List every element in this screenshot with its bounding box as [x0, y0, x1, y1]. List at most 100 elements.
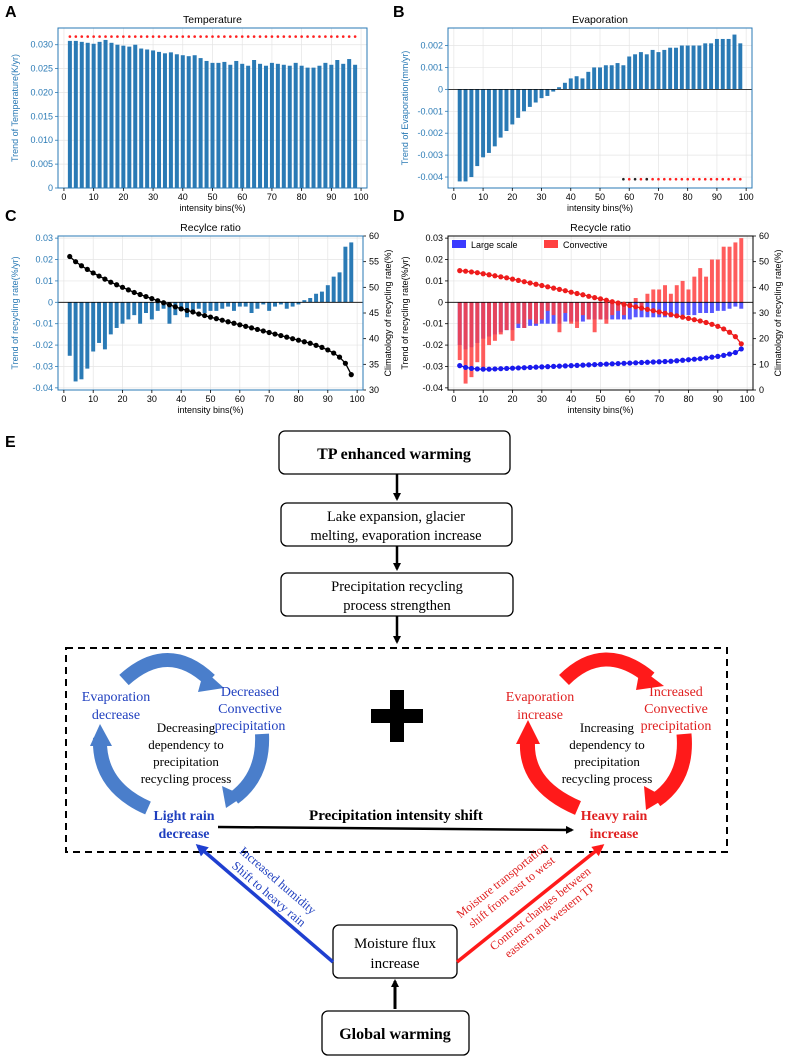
y-axis-label: Trend of Temperature(K/yr) — [10, 54, 20, 162]
climatology-blue-point-21 — [580, 362, 586, 368]
bar-large-scale-46 — [727, 302, 732, 309]
y-tick-label-0: -0.04 — [32, 383, 53, 393]
climatology-blue-point-29 — [627, 360, 633, 366]
climatology-point-34 — [266, 329, 272, 336]
bar-21 — [192, 55, 197, 189]
bar-43 — [709, 43, 714, 90]
text-left-evap-line1: Evaporation — [82, 690, 150, 705]
y-tick-label-5: 0.025 — [30, 64, 53, 74]
climatology-point-37 — [284, 334, 290, 340]
bar-1 — [73, 40, 78, 188]
sig-red-marker-30 — [246, 35, 250, 38]
bar-large-scale-29 — [627, 302, 632, 320]
sig-red-marker-1 — [74, 35, 78, 38]
y-tick-label-2: -0.02 — [422, 340, 443, 350]
bar-convective-24 — [598, 302, 603, 320]
y2-axis-label: Climatology of recycling rate(%) — [773, 249, 783, 376]
left-cycle-arrows — [90, 653, 270, 815]
x-tick-label-4: 40 — [178, 192, 188, 202]
y-tick-label-4: 0 — [48, 297, 53, 307]
arrow-moisture-to-heavy-rain — [455, 844, 605, 964]
text-right-conv-line2: Convective — [644, 702, 708, 717]
bar-33 — [261, 302, 266, 305]
bar-convective-46 — [727, 246, 732, 303]
bar-5 — [97, 302, 102, 343]
bar-6 — [102, 302, 107, 350]
x-tick-label-10: 100 — [354, 192, 369, 202]
climatology-point-18 — [172, 304, 178, 310]
climatology-blue-point-45 — [721, 352, 727, 358]
climatology-red-point-23 — [592, 295, 598, 301]
sig-red-marker-16 — [727, 177, 730, 181]
sig-red-marker-24 — [211, 35, 214, 38]
sig-red-marker-31 — [252, 35, 256, 38]
bar-45 — [331, 276, 336, 303]
bar-42 — [317, 65, 322, 188]
sig-red-marker-0 — [68, 35, 72, 38]
bar-34 — [267, 302, 272, 311]
bar-convective-16 — [551, 302, 556, 316]
y-tick-label-3: -0.001 — [417, 106, 443, 116]
climatology-blue-point-18 — [562, 363, 568, 369]
right-cycle-arrows — [516, 652, 692, 815]
sig-red-marker-22 — [199, 35, 202, 38]
climatology-blue-point-43 — [709, 354, 715, 360]
climatology-red-point-28 — [621, 301, 627, 307]
bar-5 — [486, 89, 491, 153]
bar-17 — [168, 52, 173, 188]
climatology-blue-point-27 — [615, 360, 621, 367]
bar-11 — [522, 89, 526, 112]
climatology-point-32 — [254, 326, 261, 333]
bar-29 — [240, 63, 245, 189]
climatology-blue-point-19 — [568, 363, 574, 369]
y-tick-label-0: -0.04 — [422, 383, 443, 393]
bar-26 — [222, 61, 227, 188]
bar-17 — [557, 87, 562, 90]
climatology-red-point-12 — [527, 280, 533, 286]
bar-convective-15 — [545, 302, 550, 311]
bar-convective-13 — [534, 302, 538, 324]
bar-20 — [186, 56, 191, 188]
bar-large-scale-38 — [680, 302, 685, 316]
climatology-blue-point-9 — [509, 365, 516, 371]
climatology-red-point-47 — [732, 334, 739, 340]
bar-23 — [202, 302, 207, 313]
bar-39 — [685, 45, 690, 90]
bar-convective-40 — [692, 276, 697, 303]
climatology-red-point-20 — [574, 290, 580, 297]
text-right-conv-line1: Increased — [649, 685, 703, 700]
bar-35 — [662, 49, 667, 90]
bar-convective-12 — [528, 302, 533, 320]
climatology-red-point-3 — [474, 270, 480, 276]
climatology-blue-point-5 — [486, 366, 492, 372]
sig-black-marker-0 — [622, 177, 625, 181]
sig-red-marker-17 — [733, 177, 736, 181]
bar-29 — [237, 302, 242, 307]
sig-red-marker-17 — [169, 35, 173, 38]
bar-convective-42 — [704, 276, 709, 303]
y2-tick-label-3: 30 — [759, 308, 769, 318]
climatology-point-26 — [219, 317, 225, 323]
bar-convective-43 — [709, 259, 714, 303]
x-tick-label-8: 80 — [683, 394, 693, 404]
climatology-blue-point-12 — [527, 364, 533, 371]
text-moisture-line1: Moisture flux — [354, 936, 437, 952]
climatology-point-0 — [67, 253, 73, 260]
bar-15 — [157, 51, 162, 188]
bar-48 — [738, 43, 743, 90]
climatology-red-point-10 — [515, 277, 521, 284]
y-tick-label-6: 0.02 — [425, 255, 443, 265]
bar-36 — [281, 64, 286, 188]
bar-convective-26 — [610, 302, 615, 316]
climatology-point-3 — [84, 266, 90, 272]
sig-red-marker-6 — [668, 177, 672, 181]
climatology-point-12 — [137, 291, 143, 298]
bar-25 — [216, 62, 221, 188]
climatology-red-point-42 — [703, 319, 709, 326]
climatology-red-point-9 — [509, 276, 516, 282]
bar-47 — [347, 59, 352, 189]
bar-convective-2 — [469, 302, 474, 378]
left-cycle-arc-right — [229, 733, 270, 804]
climatology-point-29 — [237, 322, 243, 328]
sig-red-marker-9 — [686, 177, 689, 181]
